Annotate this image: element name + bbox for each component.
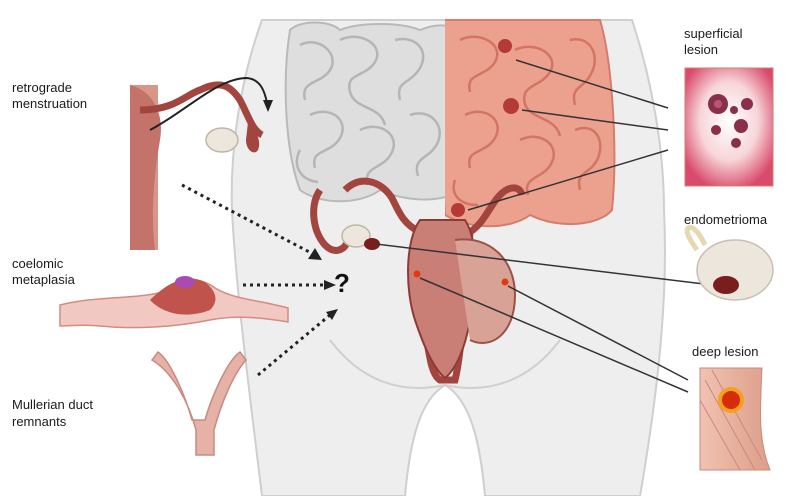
- label-mullerian-line1: Mullerian duct: [12, 397, 93, 413]
- label-superficial-line1: superficial: [684, 26, 743, 42]
- label-deep-lesion: deep lesion: [692, 344, 759, 360]
- label-mullerian-line2: remnants: [12, 414, 66, 430]
- superficial-lesion-inset: [685, 68, 773, 186]
- endometrioma-cyst-icon: [687, 227, 773, 300]
- mullerian-duct-icon: [152, 352, 246, 455]
- label-superficial-line2: lesion: [684, 42, 718, 58]
- label-endometrioma: endometrioma: [684, 212, 767, 228]
- label-coelomic-line1: coelomic: [12, 256, 63, 272]
- bowel-lesion-3: [451, 203, 465, 217]
- label-retrograde-line1: retrograde: [12, 80, 72, 96]
- intestines-gray: [286, 23, 460, 202]
- deep-lesion-inset: [700, 368, 770, 470]
- bowel-lesion-2: [503, 98, 519, 114]
- bowel-lesion-1: [498, 39, 512, 53]
- deep-lesion-dot-2: [502, 279, 509, 286]
- intestines-pink: [430, 20, 614, 226]
- label-retrograde-line2: menstruation: [12, 96, 87, 112]
- question-mark: ?: [334, 268, 350, 299]
- label-coelomic-line2: metaplasia: [12, 272, 75, 288]
- deep-lesion-dot-1: [414, 271, 421, 278]
